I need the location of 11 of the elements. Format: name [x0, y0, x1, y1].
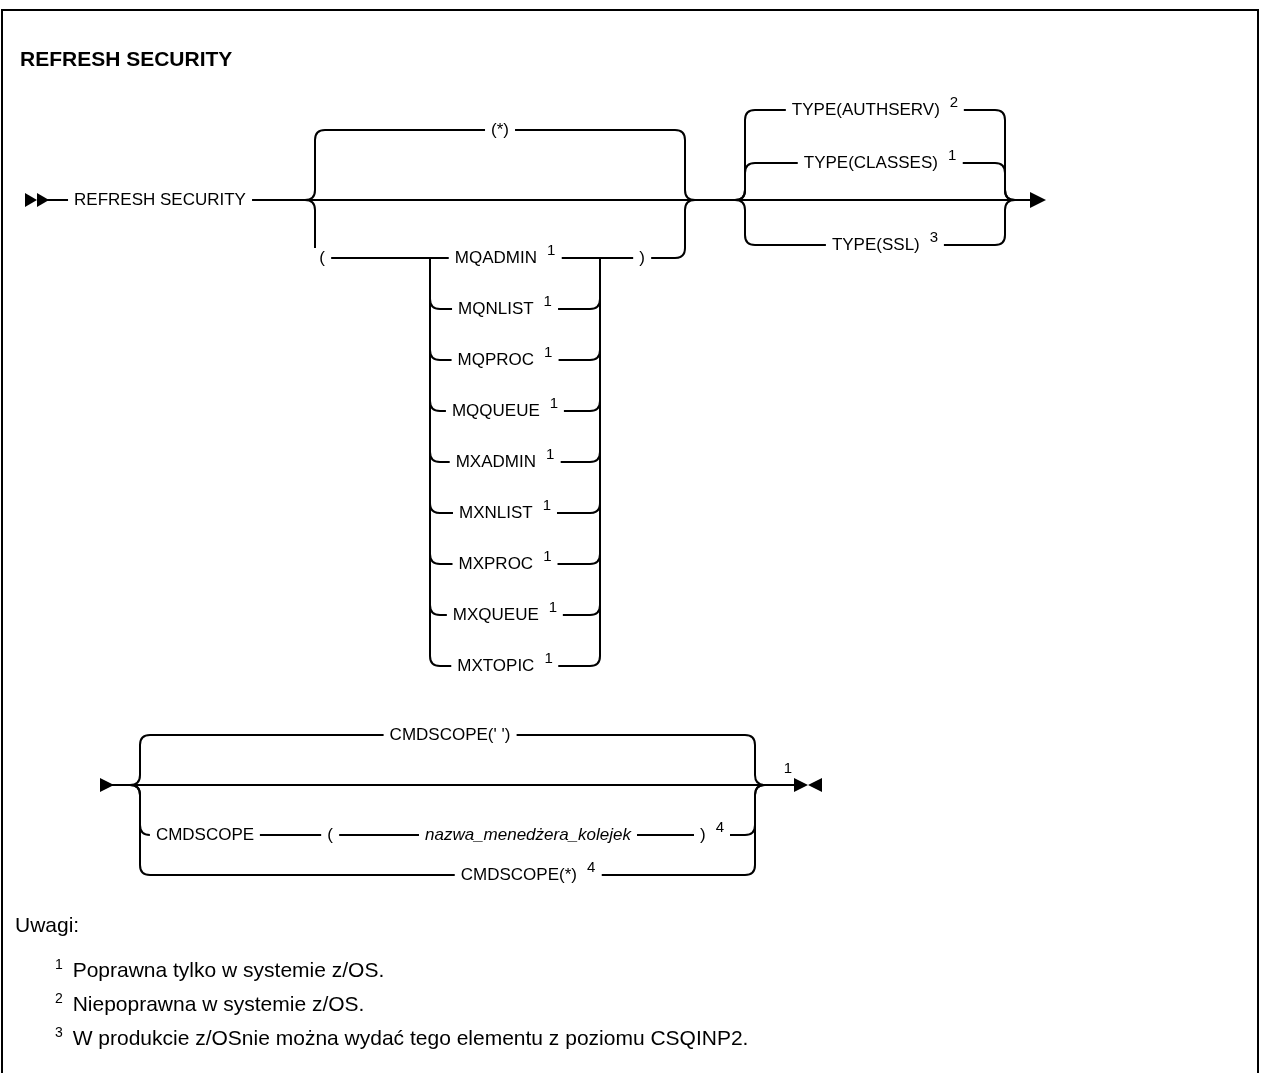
syntax-keyword: CMDSCOPE(' ') — [383, 725, 517, 745]
parenthesis: ( — [321, 825, 339, 845]
parenthesis: ( — [313, 248, 331, 268]
footnote-text: $^{3}$ W produkcie z/OSnie można wydać tego elementu z poziomu CSQINP2. — [55, 1028, 749, 1048]
footnote-text: $^{1}$ Poprawna tylko w systemie z/OS. — [55, 960, 385, 980]
variable-name: nazwa_menedżera_kolejek — [419, 825, 637, 845]
diagram-title: REFRESH SECURITY — [20, 47, 233, 71]
notes-heading: Uwagi: — [15, 915, 80, 935]
parenthesis: ) — [633, 248, 651, 268]
footnote-text: $^{2}$ Niepoprawna w systemie z/OS. — [55, 994, 365, 1014]
syntax-keyword: (*) — [485, 120, 515, 140]
